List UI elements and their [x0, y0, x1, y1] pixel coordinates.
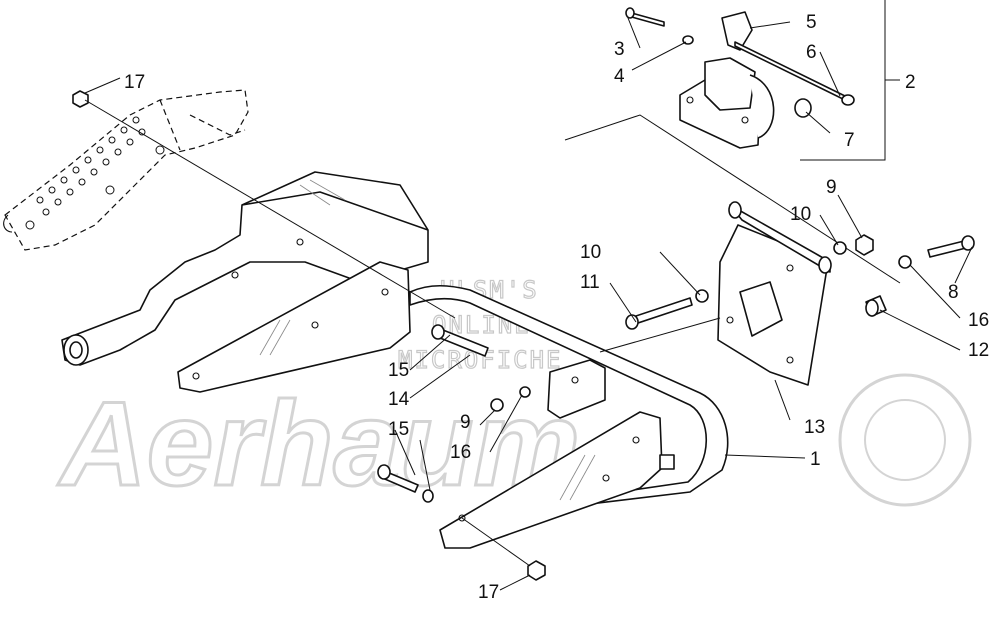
nut-9-mid [490, 398, 504, 412]
callout-17-bottom: 17 [478, 582, 499, 603]
callout-12: 12 [968, 340, 989, 361]
callouts: 1 2 3 4 5 6 7 8 9 9 10 10 11 12 13 14 15… [124, 12, 989, 603]
callout-8: 8 [948, 282, 959, 303]
callout-6: 6 [806, 42, 817, 63]
washer-15 [422, 489, 434, 503]
fasteners [72, 90, 975, 581]
watermark-brand: Aerhaum [57, 377, 580, 511]
callout-17-top: 17 [124, 72, 145, 93]
callout-14: 14 [388, 389, 410, 410]
callout-5: 5 [806, 12, 817, 33]
left-mount-bracket [61, 171, 429, 366]
callout-10-right: 10 [790, 204, 811, 225]
callout-10-left: 10 [580, 242, 601, 263]
callout-16-mid: 16 [450, 442, 471, 463]
watermark-wheel [838, 373, 972, 507]
callout-11: 11 [580, 272, 600, 293]
washer-16-right [898, 255, 912, 269]
washer-16-mid [519, 386, 531, 398]
callout-15-top: 15 [388, 360, 409, 381]
reference-tunnel-dashed [3, 89, 249, 251]
callout-7: 7 [844, 130, 855, 151]
center-bracket [547, 359, 606, 419]
callout-15-bottom: 15 [388, 419, 409, 440]
callout-2: 2 [905, 72, 916, 93]
callout-13: 13 [804, 417, 825, 438]
nut-17-top [72, 90, 89, 108]
leader-lines [84, 0, 973, 591]
bolt-11 [629, 297, 693, 326]
callout-9-mid: 9 [460, 412, 471, 433]
hitch-plate [717, 201, 832, 386]
callout-4: 4 [614, 66, 625, 87]
nut-17-bottom [527, 560, 546, 581]
washer-10-left [695, 289, 709, 303]
watermark-wheel-inner [864, 399, 946, 481]
callout-3: 3 [614, 39, 625, 60]
nut-9-right [855, 234, 874, 256]
callout-9-right: 9 [826, 177, 837, 198]
left-side-plate [177, 261, 411, 393]
right-side-plate [439, 411, 675, 549]
callout-1: 1 [810, 449, 821, 470]
washer-10-right [833, 241, 847, 255]
lock-assembly [564, 7, 901, 284]
callout-16-right: 16 [968, 310, 989, 331]
